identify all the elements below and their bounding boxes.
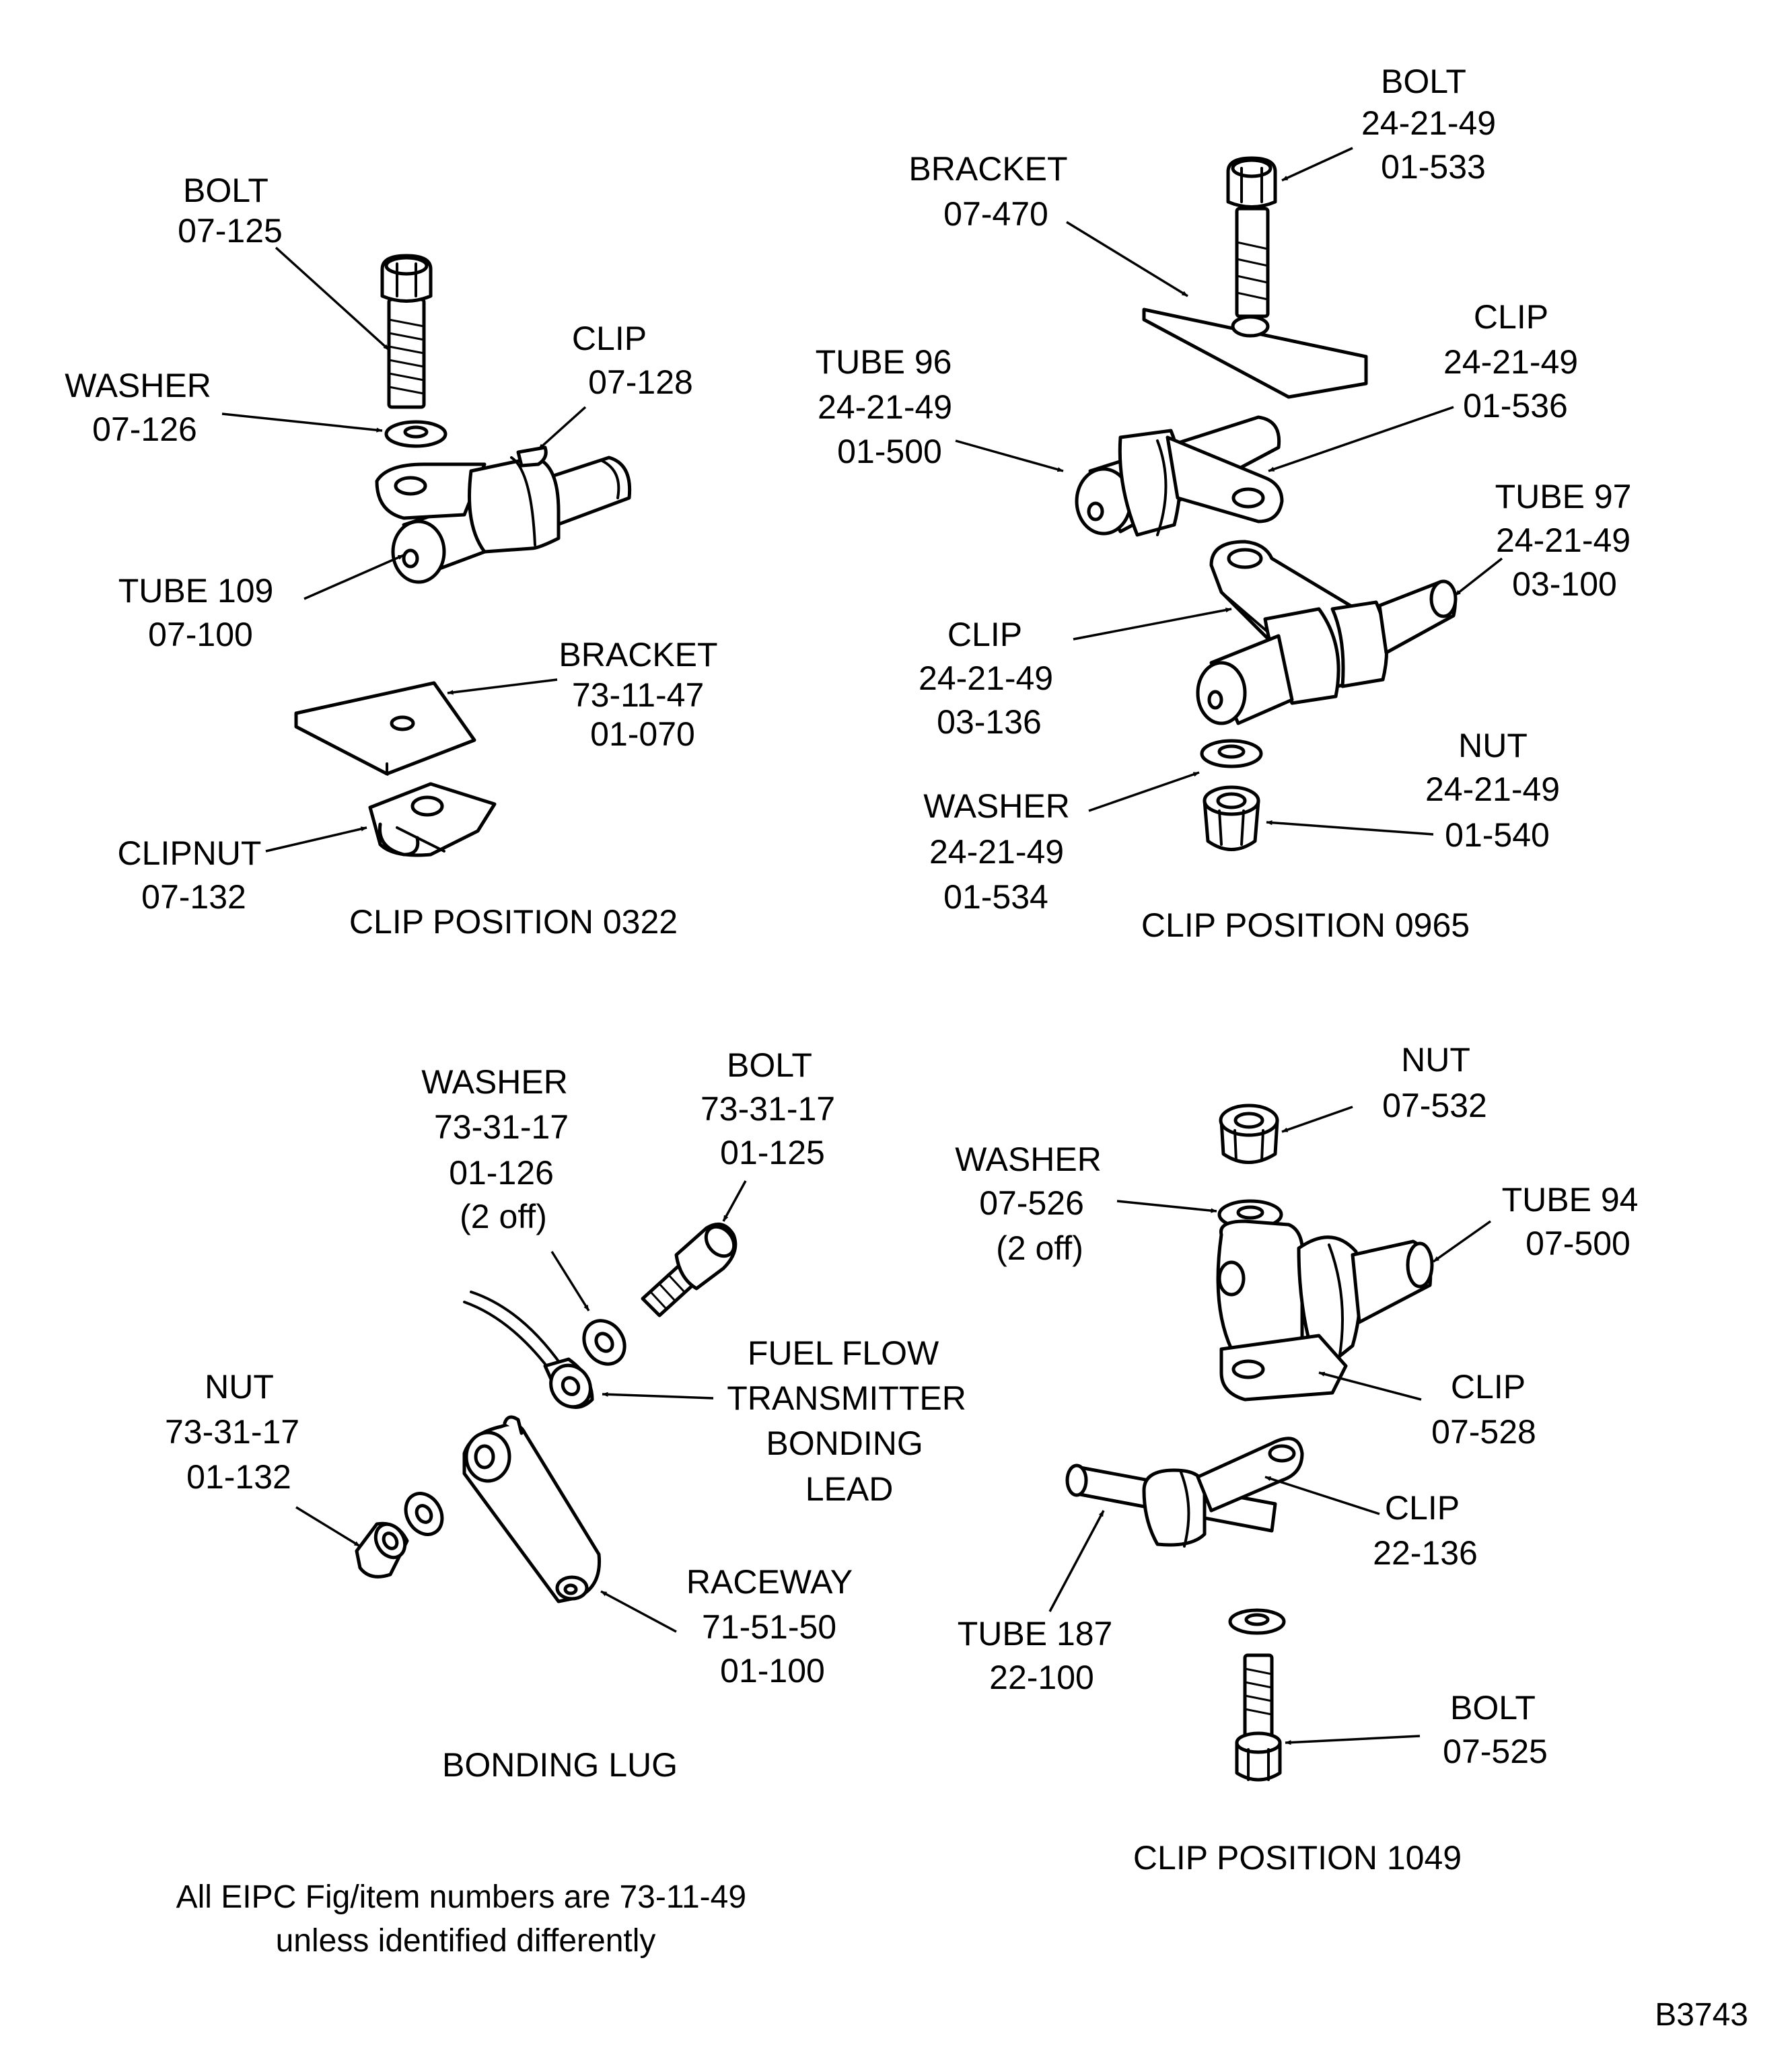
label-raceway-71-51-50: RACEWAY 71-51-50 01-100 — [686, 1563, 861, 1690]
leader-bracket-73-11-47 — [447, 678, 558, 695]
figure-id: B3743 — [1655, 1997, 1748, 2033]
clipnut-07-132-part — [368, 782, 497, 857]
washer-24-21-49-01-534-part — [1200, 739, 1263, 768]
washer-lower-07-526-part — [1228, 1608, 1286, 1635]
label-washer-24-21-49-01-534: WASHER 24-21-49 01-534 — [923, 787, 1079, 916]
leader-washer-07-126 — [221, 412, 383, 433]
bracket-73-11-47-part — [294, 681, 476, 776]
clip-07-128-part — [375, 445, 561, 554]
leader-nut-01-132 — [295, 1506, 361, 1548]
nut-24-21-49-01-540-part — [1203, 785, 1260, 851]
label-clip-07-128: CLIP 07-128 — [572, 320, 693, 401]
bolt-07-125-part — [380, 254, 433, 409]
washer-73-31-17-01-126-part — [549, 1319, 626, 1409]
label-nut-24-21-49-01-540: NUT 24-21-49 01-540 — [1425, 727, 1569, 854]
leader-clip-22-136 — [1264, 1476, 1380, 1515]
clip-24-21-49-01-536-part — [1118, 429, 1284, 537]
label-washer-73-31-17: WASHER 73-31-17 01-126 (2 off) — [421, 1063, 578, 1235]
clip-22-136-part — [1142, 1437, 1304, 1548]
label-bolt-07-525: BOLT 07-525 — [1443, 1689, 1548, 1770]
bracket-07-470-part — [1142, 308, 1368, 399]
leader-tube-96 — [955, 439, 1064, 472]
leader-bolt-07-525 — [1285, 1735, 1421, 1745]
label-clip-07-528: CLIP 07-528 — [1431, 1368, 1536, 1451]
label-fuel-flow-transmitter-bonding-lead: FUEL FLOW TRANSMITTER BONDING LEAD — [727, 1334, 975, 1508]
nut-07-532-part — [1219, 1104, 1279, 1164]
leader-bolt-01-125 — [722, 1180, 747, 1222]
leader-clipnut-07-132 — [265, 826, 367, 853]
group-bonding-lug: WASHER 73-31-17 01-126 (2 off) BOLT 73-3… — [165, 1046, 975, 1784]
group-clip-position-0965: BOLT 24-21-49 01-533 BRACKET 07-470 CLIP… — [816, 63, 1641, 944]
label-nut-73-31-17: NUT 73-31-17 01-132 — [165, 1368, 309, 1496]
label-clipnut-07-132: CLIPNUT 07-132 — [118, 834, 271, 916]
leader-nut-01-540 — [1266, 820, 1434, 836]
caption-clip-position-0322: CLIP POSITION 0322 — [349, 903, 678, 941]
tube-94-part — [1351, 1239, 1434, 1324]
leader-bolt-07-125 — [275, 246, 390, 351]
footnote: All EIPC Fig/item numbers are 73-11-49 u… — [176, 1879, 756, 1959]
label-washer-07-526: WASHER 07-526 (2 off) — [955, 1141, 1111, 1267]
leader-tube-94 — [1432, 1220, 1492, 1263]
leader-clip-07-528 — [1318, 1371, 1422, 1401]
leader-clip-01-536 — [1268, 406, 1454, 472]
caption-bonding-lug: BONDING LUG — [442, 1746, 678, 1784]
bolt-24-21-49-01-533-part — [1226, 156, 1277, 318]
leader-raceway — [600, 1590, 677, 1633]
label-clip-24-21-49-03-136: CLIP 24-21-49 03-136 — [919, 616, 1063, 741]
label-tube-96: TUBE 96 24-21-49 01-500 — [816, 343, 962, 470]
caption-clip-position-1049: CLIP POSITION 1049 — [1133, 1839, 1462, 1877]
bolt-73-31-17-01-125-part — [641, 1222, 738, 1317]
leader-washer-01-126 — [550, 1251, 590, 1311]
label-bracket-07-470: BRACKET 07-470 — [908, 150, 1076, 233]
tube-97-part — [1196, 579, 1458, 725]
label-bolt-73-31-17: BOLT 73-31-17 01-125 — [701, 1046, 845, 1171]
bolt-07-525-part — [1235, 1653, 1282, 1782]
leader-clip-03-136 — [1073, 608, 1232, 641]
leader-washer-07-526 — [1116, 1200, 1217, 1213]
group-clip-position-0322: BOLT 07-125 WASHER 07-126 CLIP 07-128 TU… — [65, 172, 726, 941]
label-bracket-73-11-47: BRACKET 73-11-47 01-070 — [559, 636, 726, 753]
raceway-71-51-50-part — [462, 1415, 602, 1603]
clip-07-528-part — [1216, 1219, 1362, 1402]
label-tube-109: TUBE 109 07-100 — [118, 572, 283, 653]
leader-bracket-07-470 — [1066, 221, 1188, 297]
label-clip-22-136: CLIP 22-136 — [1373, 1489, 1478, 1572]
leader-washer-01-534 — [1088, 771, 1200, 812]
label-tube-187: TUBE 187 22-100 — [958, 1615, 1122, 1696]
label-clip-24-21-49-01-536: CLIP 24-21-49 01-536 — [1443, 298, 1587, 425]
leader-bolt-01-533 — [1281, 147, 1353, 182]
leader-nut-07-532 — [1281, 1106, 1353, 1133]
label-tube-97: TUBE 97 24-21-49 03-100 — [1495, 478, 1641, 603]
washer-07-126-part — [384, 420, 447, 448]
group-clip-position-1049: NUT 07-532 WASHER 07-526 (2 off) TUBE 94… — [955, 1041, 1648, 1877]
leader-clip-07-128 — [537, 406, 587, 451]
label-bolt-07-125: BOLT 07-125 — [178, 172, 283, 250]
leader-tube-97 — [1454, 557, 1503, 597]
leader-bonding-lead — [602, 1391, 714, 1400]
label-tube-94: TUBE 94 07-500 — [1502, 1181, 1648, 1262]
nut-73-31-17-01-132-part — [355, 1492, 444, 1579]
leader-tube-187 — [1048, 1510, 1105, 1612]
caption-clip-position-0965: CLIP POSITION 0965 — [1141, 906, 1470, 944]
label-bolt-24-21-49-01-533: BOLT 24-21-49 01-533 — [1361, 63, 1505, 186]
label-nut-07-532: NUT 07-532 — [1382, 1041, 1487, 1124]
leader-tube-109 — [303, 554, 404, 600]
label-washer-07-126: WASHER 07-126 — [65, 367, 221, 448]
